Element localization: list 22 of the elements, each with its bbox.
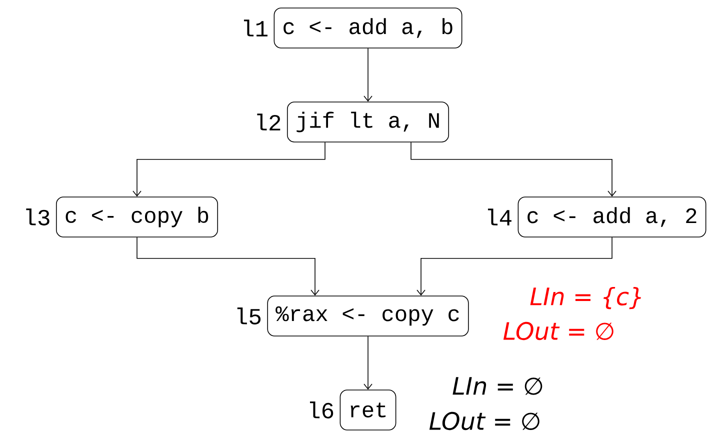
line-label: l5 [237, 308, 261, 324]
line-label: l2 [257, 114, 280, 130]
liveness-annotation: LOut = ∅ [503, 322, 614, 340]
code-box: c <- add a, 2 [518, 196, 706, 238]
liveness-annotation: LOut = ∅ [429, 412, 540, 430]
line-label: l1 [244, 20, 268, 36]
arrow [132, 142, 326, 197]
liveness-annotation: LIn = ∅ [452, 377, 542, 395]
code-box: c <- copy b [56, 196, 218, 238]
line-label: l4 [488, 208, 512, 226]
line-label: l6 [310, 402, 334, 418]
line-label: l3 [26, 208, 50, 226]
arrow [410, 142, 616, 197]
arrow [136, 237, 320, 296]
code-box: jif lt a, N [287, 102, 450, 142]
code-box: ret [340, 390, 396, 430]
liveness-annotation: LIn = {c} [530, 286, 641, 310]
code-box: c <- add a, b [274, 8, 462, 48]
code-box: %rax <- copy c [267, 296, 469, 336]
arrow [364, 336, 372, 390]
arrow [364, 48, 372, 102]
arrow [416, 237, 612, 296]
